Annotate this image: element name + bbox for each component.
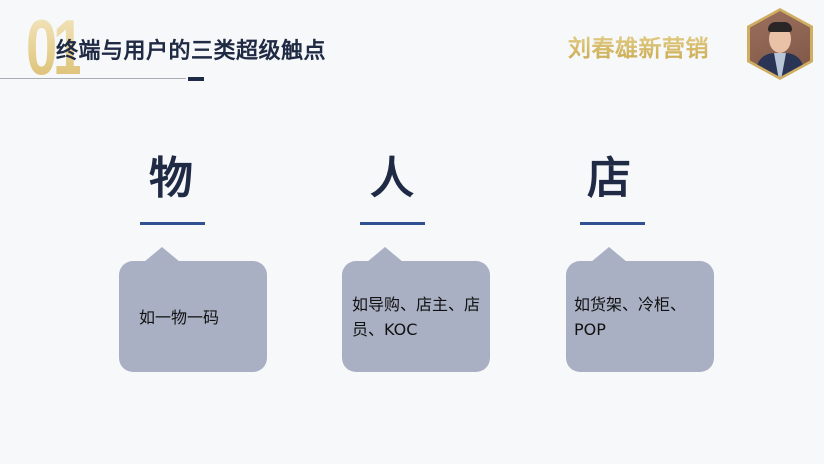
title-accent-bar bbox=[188, 77, 204, 81]
category-underline bbox=[140, 222, 205, 225]
author-avatar-icon bbox=[747, 8, 813, 80]
category-title-store: 店 bbox=[587, 153, 631, 204]
category-callout-box: 如一物一码 bbox=[119, 261, 267, 372]
category-title-person: 人 bbox=[370, 153, 414, 204]
category-description: 如一物一码 bbox=[139, 308, 220, 327]
callout-pointer bbox=[144, 247, 180, 262]
brand-name: 刘春雄新营销 bbox=[568, 29, 709, 63]
category-underline bbox=[580, 222, 645, 225]
category-callout-box: 如导购、店主、店员、KOC bbox=[342, 261, 490, 372]
category-underline bbox=[360, 222, 425, 225]
section-number: 01 bbox=[26, 3, 84, 91]
page-title: 终端与用户的三类超级触点 bbox=[56, 39, 327, 64]
callout-pointer bbox=[591, 247, 627, 262]
title-divider bbox=[0, 78, 186, 79]
category-description: 如货架、冷柜、POP bbox=[574, 295, 687, 339]
category-title-item: 物 bbox=[149, 153, 193, 204]
category-callout-box: 如货架、冷柜、POP bbox=[566, 261, 714, 372]
category-description: 如导购、店主、店员、KOC bbox=[352, 295, 481, 339]
callout-pointer bbox=[367, 247, 403, 262]
